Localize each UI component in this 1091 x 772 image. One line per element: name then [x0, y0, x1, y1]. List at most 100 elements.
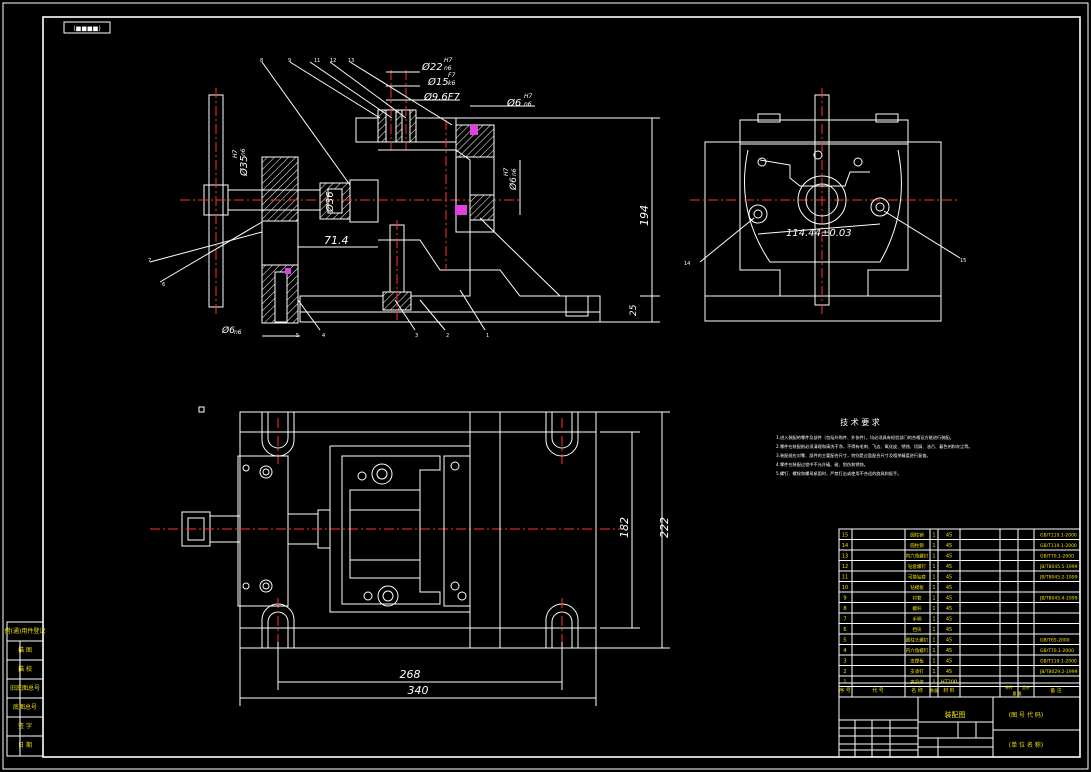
balloon-11: 11 [314, 58, 320, 64]
cell-no: 9 [843, 596, 846, 602]
header-code: 代 号 [872, 687, 884, 694]
inner-frame [42, 16, 1081, 758]
cell-qty: 1 [932, 564, 935, 570]
balloon-7: 7 [148, 258, 151, 264]
dim-d6bot-fit: n6 [234, 329, 242, 336]
cell-material: 45 [946, 638, 952, 644]
header-remark: 备 注 [1050, 687, 1062, 694]
cell-name: 钻模板 [910, 584, 924, 591]
tech-req-line: 2.零件在装配前必须清理和清洗干净，不得有毛刺、飞边、氧化皮、锈蚀、切屑、油污、… [776, 443, 973, 450]
cell-material: 45 [946, 596, 952, 602]
cell-qty: 1 [932, 669, 935, 675]
cell-name: 圆柱销 [910, 532, 924, 539]
dim-h222: 222 [658, 517, 671, 538]
cell-no: 4 [843, 648, 846, 654]
dim-len714: 71.4 [324, 234, 349, 247]
cell-standard: GB/T119.1-2000 [1040, 533, 1077, 539]
cell-standard: JB/T8029.2-1999 [1039, 669, 1078, 675]
dim-d6mid-fit-bot: n6 [511, 168, 518, 176]
stamp-box [63, 21, 111, 34]
cell-material: 45 [946, 627, 952, 633]
cell-name: 内六角螺钉 [906, 553, 929, 560]
cell-name: 钻套螺钉 [908, 563, 926, 570]
cell-qty: 1 [932, 533, 935, 539]
balloon-15: 15 [960, 258, 966, 264]
balloon-6: 6 [162, 282, 165, 288]
cell-qty: 1 [932, 648, 935, 654]
side-label: 旧底图总号 [10, 684, 40, 692]
dim-d6top: Ø6 [506, 97, 521, 109]
cell-qty: 1 [932, 585, 935, 591]
dim-d15-fit-top: F7 [448, 72, 455, 79]
balloon-13: 13 [348, 58, 354, 64]
cell-name: 内六角螺钉 [906, 647, 929, 654]
side-registration-table: 借(通)用件登记 描 图 描 校 旧底图总号 底图总号 签 字 日 期 [5, 621, 45, 757]
balloon-5: 5 [296, 333, 299, 339]
cell-qty: 1 [932, 617, 935, 623]
cell-name: 可换钻套 [908, 574, 926, 581]
side-label: 描 校 [18, 665, 32, 673]
tech-req-line: 4.零件在装配过程中不允许磕、碰、划伤和锈蚀。 [776, 461, 868, 468]
cell-no: 7 [843, 617, 846, 623]
cell-qty: 1 [932, 543, 935, 549]
dim-d96: Ø9.6F7 [423, 91, 461, 103]
cell-material: 45 [946, 533, 952, 539]
side-view [690, 88, 961, 322]
cell-no: 15 [842, 533, 848, 539]
cell-standard: GB/T119.1-2000 [1040, 543, 1077, 549]
cell-material: 45 [946, 575, 952, 581]
balloon-9: 9 [288, 58, 291, 64]
dim-d6top-fit-bot: n6 [524, 101, 532, 108]
side-label: 日 期 [18, 741, 32, 749]
cell-material: 45 [946, 669, 952, 675]
dim-d22-fit-top: H7 [444, 57, 453, 64]
cell-standard: JB/T8045.5-1999 [1039, 564, 1078, 570]
header-single: 单件 [1005, 684, 1013, 690]
balloon-4: 4 [322, 333, 325, 339]
cell-material: 45 [946, 564, 952, 570]
tech-req-line: 5.螺钉、螺栓和螺母紧固时，严禁打击或使用不合适的旋具和扳手。 [776, 470, 901, 477]
tech-req-line: 3.装配前应对零、部件的主要配合尺寸，特别是过盈配合尺寸及相关精度进行复查。 [776, 452, 931, 459]
title-block-unit: (单 位 名 称) [1009, 741, 1043, 749]
title-block-code: (图 号 代 码) [1009, 711, 1043, 719]
drawing-title: 装配图 [945, 710, 966, 719]
dim-d6mid-fit-top: H7 [503, 167, 510, 176]
cell-material: 45 [946, 648, 952, 654]
cell-no: 11 [842, 575, 848, 581]
balloon-2: 2 [446, 333, 449, 339]
cell-no: 14 [842, 543, 848, 549]
cell-name: 夹具体 [910, 679, 924, 686]
balloon-8: 8 [260, 58, 263, 64]
dim-d6bot: Ø6 [221, 325, 235, 336]
cell-no: 12 [842, 564, 848, 570]
cell-standard: GB/T70.1-2000 [1040, 554, 1074, 560]
dim-c11444: 114.44±0.03 [786, 228, 852, 239]
top-view [150, 406, 670, 706]
cell-no: 2 [843, 669, 846, 675]
cell-name: 圆柱销 [910, 542, 924, 549]
cell-material: 45 [946, 606, 952, 612]
technical-requirements: 技 术 要 求 1.进入装配的零件及部件（包括外购件、外协件），均必须具有检验部… [776, 417, 973, 477]
cell-no: 13 [842, 554, 848, 560]
dim-d22: Ø22 [421, 61, 443, 73]
dim-d6top-fit-top: H7 [524, 93, 533, 100]
dim-d36: Ø36 [324, 191, 336, 213]
cell-no: 10 [842, 585, 848, 591]
cell-qty: 1 [932, 627, 935, 633]
front-section-view [149, 61, 660, 337]
side-label: 描 图 [18, 646, 32, 654]
cell-standard: JB/T8045.2-1999 [1039, 575, 1078, 581]
dim-w340: 340 [408, 684, 429, 697]
cell-material: 45 [946, 585, 952, 591]
cell-no: 3 [843, 659, 846, 665]
header-qty: 数量 [930, 687, 938, 693]
header-total: 总计 [1022, 684, 1030, 690]
header-name: 名 称 [911, 687, 923, 694]
cell-qty: 1 [932, 596, 935, 602]
cell-no: 5 [843, 638, 846, 644]
dim-d15-fit-bot: k6 [448, 80, 455, 87]
cell-standard: JB/T8045.4-1999 [1039, 596, 1078, 602]
dim-d35-fit-top: H7 [232, 149, 239, 158]
